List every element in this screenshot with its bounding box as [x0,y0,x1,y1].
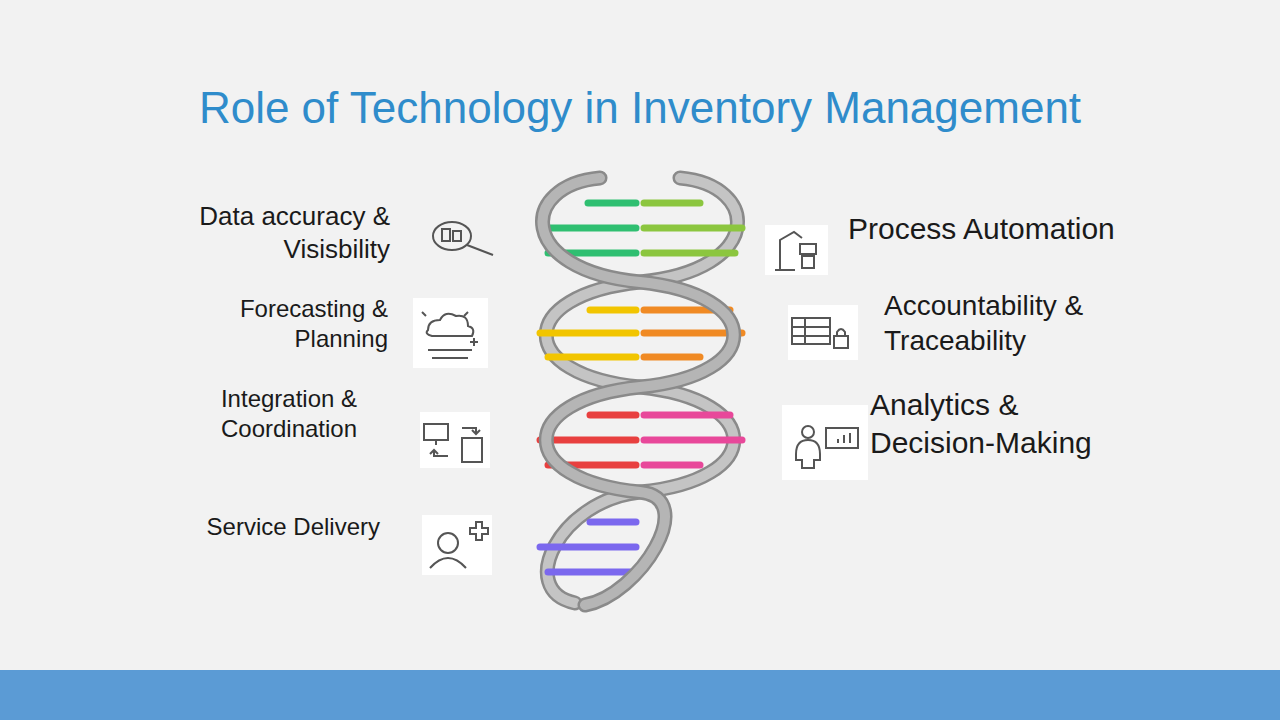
icons [413,222,868,575]
icon-part [433,222,471,250]
role-label: Integration & Coordination [196,384,382,444]
icon-part [800,244,816,254]
rung [644,225,742,232]
role-label: Forecasting & Planning [188,294,388,354]
rung [540,544,636,551]
footer-band [0,670,1280,720]
integration-icon [424,424,482,462]
icon-part [837,329,845,336]
icon-part [430,450,448,456]
icon-box [420,412,490,468]
icon-part [442,229,450,241]
rung [588,200,636,207]
icon-part [467,245,493,255]
icon-part [438,533,458,553]
role-label: Process Automation [848,210,1178,248]
icon-part [427,314,474,336]
icon-part [428,350,472,358]
rung [590,307,636,314]
rung [644,462,700,469]
strand-fill [543,178,734,605]
robot-arm-icon [775,232,816,270]
icon-part [422,312,478,346]
service-icon [430,522,488,568]
ledger-lock-icon [792,318,848,348]
analytics-icon [796,426,858,468]
rung [590,412,636,419]
rung [644,200,700,207]
rung [540,437,636,444]
rung [540,330,636,337]
icon-part [802,256,814,268]
icon-part [792,318,830,344]
helix-strand [543,178,734,605]
icon-part [430,558,466,568]
icon-part [453,231,461,241]
rung [540,225,636,232]
icon-part [802,426,814,438]
role-label: Analytics & Decision-Making [870,386,1150,461]
icon-part [470,522,488,540]
strand-edge [543,178,734,605]
icon-box [413,298,488,368]
rung [548,354,636,361]
icon-box [765,225,828,275]
icon-part [775,232,802,270]
icon-part [838,433,850,443]
rung [644,354,700,361]
magnifier-icon [433,222,493,255]
icon-box [788,305,858,360]
role-label: Data accuracy & Visisbility [160,200,390,265]
forecast-icon [422,312,478,358]
icon-part [792,318,830,344]
icon-part [435,440,437,445]
icon-box [422,515,492,575]
icon-part [834,336,848,348]
slide-title: Role of Technology in Inventory Manageme… [0,82,1280,135]
icon-part [462,428,480,434]
role-label: Accountability & Traceability [884,288,1149,358]
rung [548,569,636,576]
rung [644,412,730,419]
role-label: Service Delivery [130,512,380,542]
rung [644,250,735,257]
icon-part [424,424,448,440]
icon-part [462,438,482,462]
icon-part [796,440,820,468]
icon-part [826,428,858,448]
rung [590,519,636,526]
rung [644,437,742,444]
icon-box [782,405,868,480]
